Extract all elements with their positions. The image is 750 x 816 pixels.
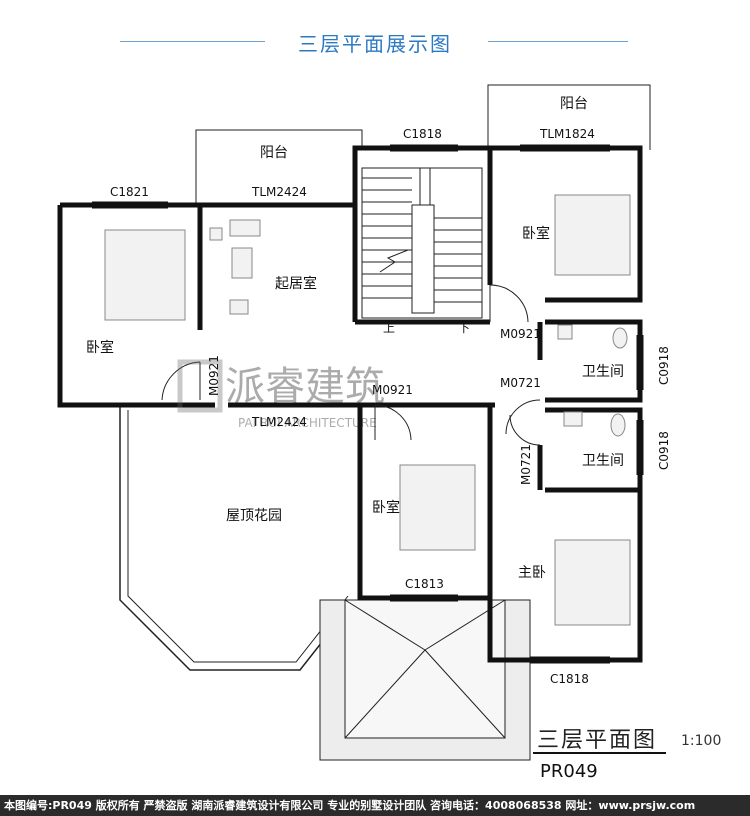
furniture: [104, 194, 631, 626]
watermark-sub: PAI RUI ARCHITECTURE: [238, 416, 377, 430]
coffee-table: [231, 247, 253, 279]
roof-garden-outline: [119, 405, 356, 671]
bathroom-2-label: 卫生间: [582, 453, 624, 469]
header: 三层平面展示图: [0, 0, 750, 88]
toilet-top: [612, 327, 628, 349]
door-m0721-a: M0721: [500, 376, 541, 390]
living-room-label: 起居室: [275, 275, 317, 292]
windows: [92, 144, 644, 664]
header-line-left: [120, 41, 265, 42]
drawing-code: PR049: [540, 761, 598, 782]
left-balcony-outline: [195, 129, 363, 203]
window-c1813: C1813: [405, 577, 444, 591]
door-swings: [161, 284, 541, 446]
window-c1818-bottom: C1818: [550, 672, 589, 686]
door-m0921-center: M0921: [372, 383, 413, 397]
watermark: 派睿建筑 PAI RUI ARCHITECTURE: [177, 359, 385, 430]
header-line-right: [488, 41, 628, 42]
door-tlm1824: TLM1824: [539, 127, 595, 141]
drawing-title: 三层平面图: [537, 728, 658, 753]
window-c1821: C1821: [110, 185, 149, 199]
bed-right-top: [554, 194, 631, 276]
bathroom-1-label: 卫生间: [582, 364, 624, 380]
roof-garden-label: 屋顶花园: [226, 508, 282, 524]
window-c0918-a: C0918: [657, 346, 671, 385]
right-balcony-outline: [487, 84, 651, 150]
drawing-title-underline: [533, 752, 666, 754]
staircase: [361, 167, 483, 319]
door-m0721-b: M0721: [519, 444, 533, 485]
roof-garden-inner-outline: [127, 410, 349, 663]
window-c1818-top: C1818: [403, 127, 442, 141]
drawing-scale: 1:100: [681, 733, 722, 749]
sofa: [229, 219, 261, 237]
stairs-up-label: 上: [383, 321, 395, 335]
master-bedroom-label: 主卧: [518, 565, 546, 581]
footer-banner: 本图编号:PR049 版权所有 严禁盗版 湖南派睿建筑设计有限公司 专业的别墅设…: [0, 795, 750, 816]
window-c0918-b: C0918: [657, 431, 671, 470]
bedroom-left-label: 卧室: [86, 339, 114, 356]
door-m0921-left: M0921: [207, 355, 221, 396]
basin-top: [557, 324, 573, 340]
side-table: [229, 299, 249, 315]
armchair: [209, 227, 223, 241]
toilet-bottom: [610, 413, 626, 437]
floor-plan: 派睿建筑 PAI RUI ARCHITECTURE 阳台 阳台 C1818 TL…: [57, 84, 671, 761]
stairs-down-label: 下: [458, 321, 470, 335]
walls: [57, 145, 643, 663]
bed-master: [554, 539, 631, 626]
watermark-brand: 派睿建筑: [225, 364, 385, 410]
bedroom-right-top-label: 卧室: [522, 225, 550, 242]
balcony-right-label: 阳台: [560, 96, 588, 112]
door-m0921-right: M0921: [500, 327, 541, 341]
door-tlm2424-top: TLM2424: [251, 185, 307, 199]
bedroom-center-label: 卧室: [372, 499, 400, 516]
bed-center: [399, 464, 476, 551]
bed-left: [104, 229, 186, 321]
lower-roof: [319, 599, 531, 761]
door-tlm2424-bottom: TLM2424: [251, 415, 307, 429]
basin-bottom: [563, 411, 583, 427]
balcony-left-label: 阳台: [260, 145, 288, 161]
page-title: 三层平面展示图: [298, 32, 452, 56]
